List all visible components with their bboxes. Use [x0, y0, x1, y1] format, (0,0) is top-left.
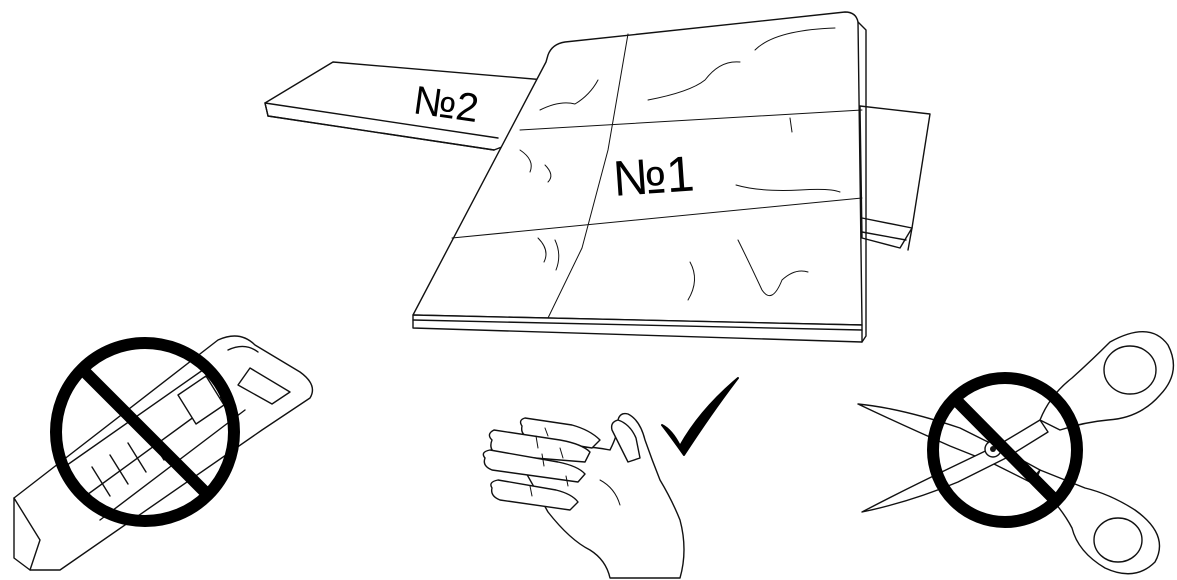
checkmark-icon [661, 377, 739, 456]
panel-2-label: №2 [411, 78, 482, 131]
prohibition-sign-scissors [927, 372, 1083, 528]
hand-icon [482, 412, 685, 579]
panel-1: №1 [412, 11, 867, 343]
panel-1-label: №1 [611, 145, 696, 207]
panel-2: №2 [264, 61, 931, 251]
prohibition-sign-knife [50, 337, 240, 527]
